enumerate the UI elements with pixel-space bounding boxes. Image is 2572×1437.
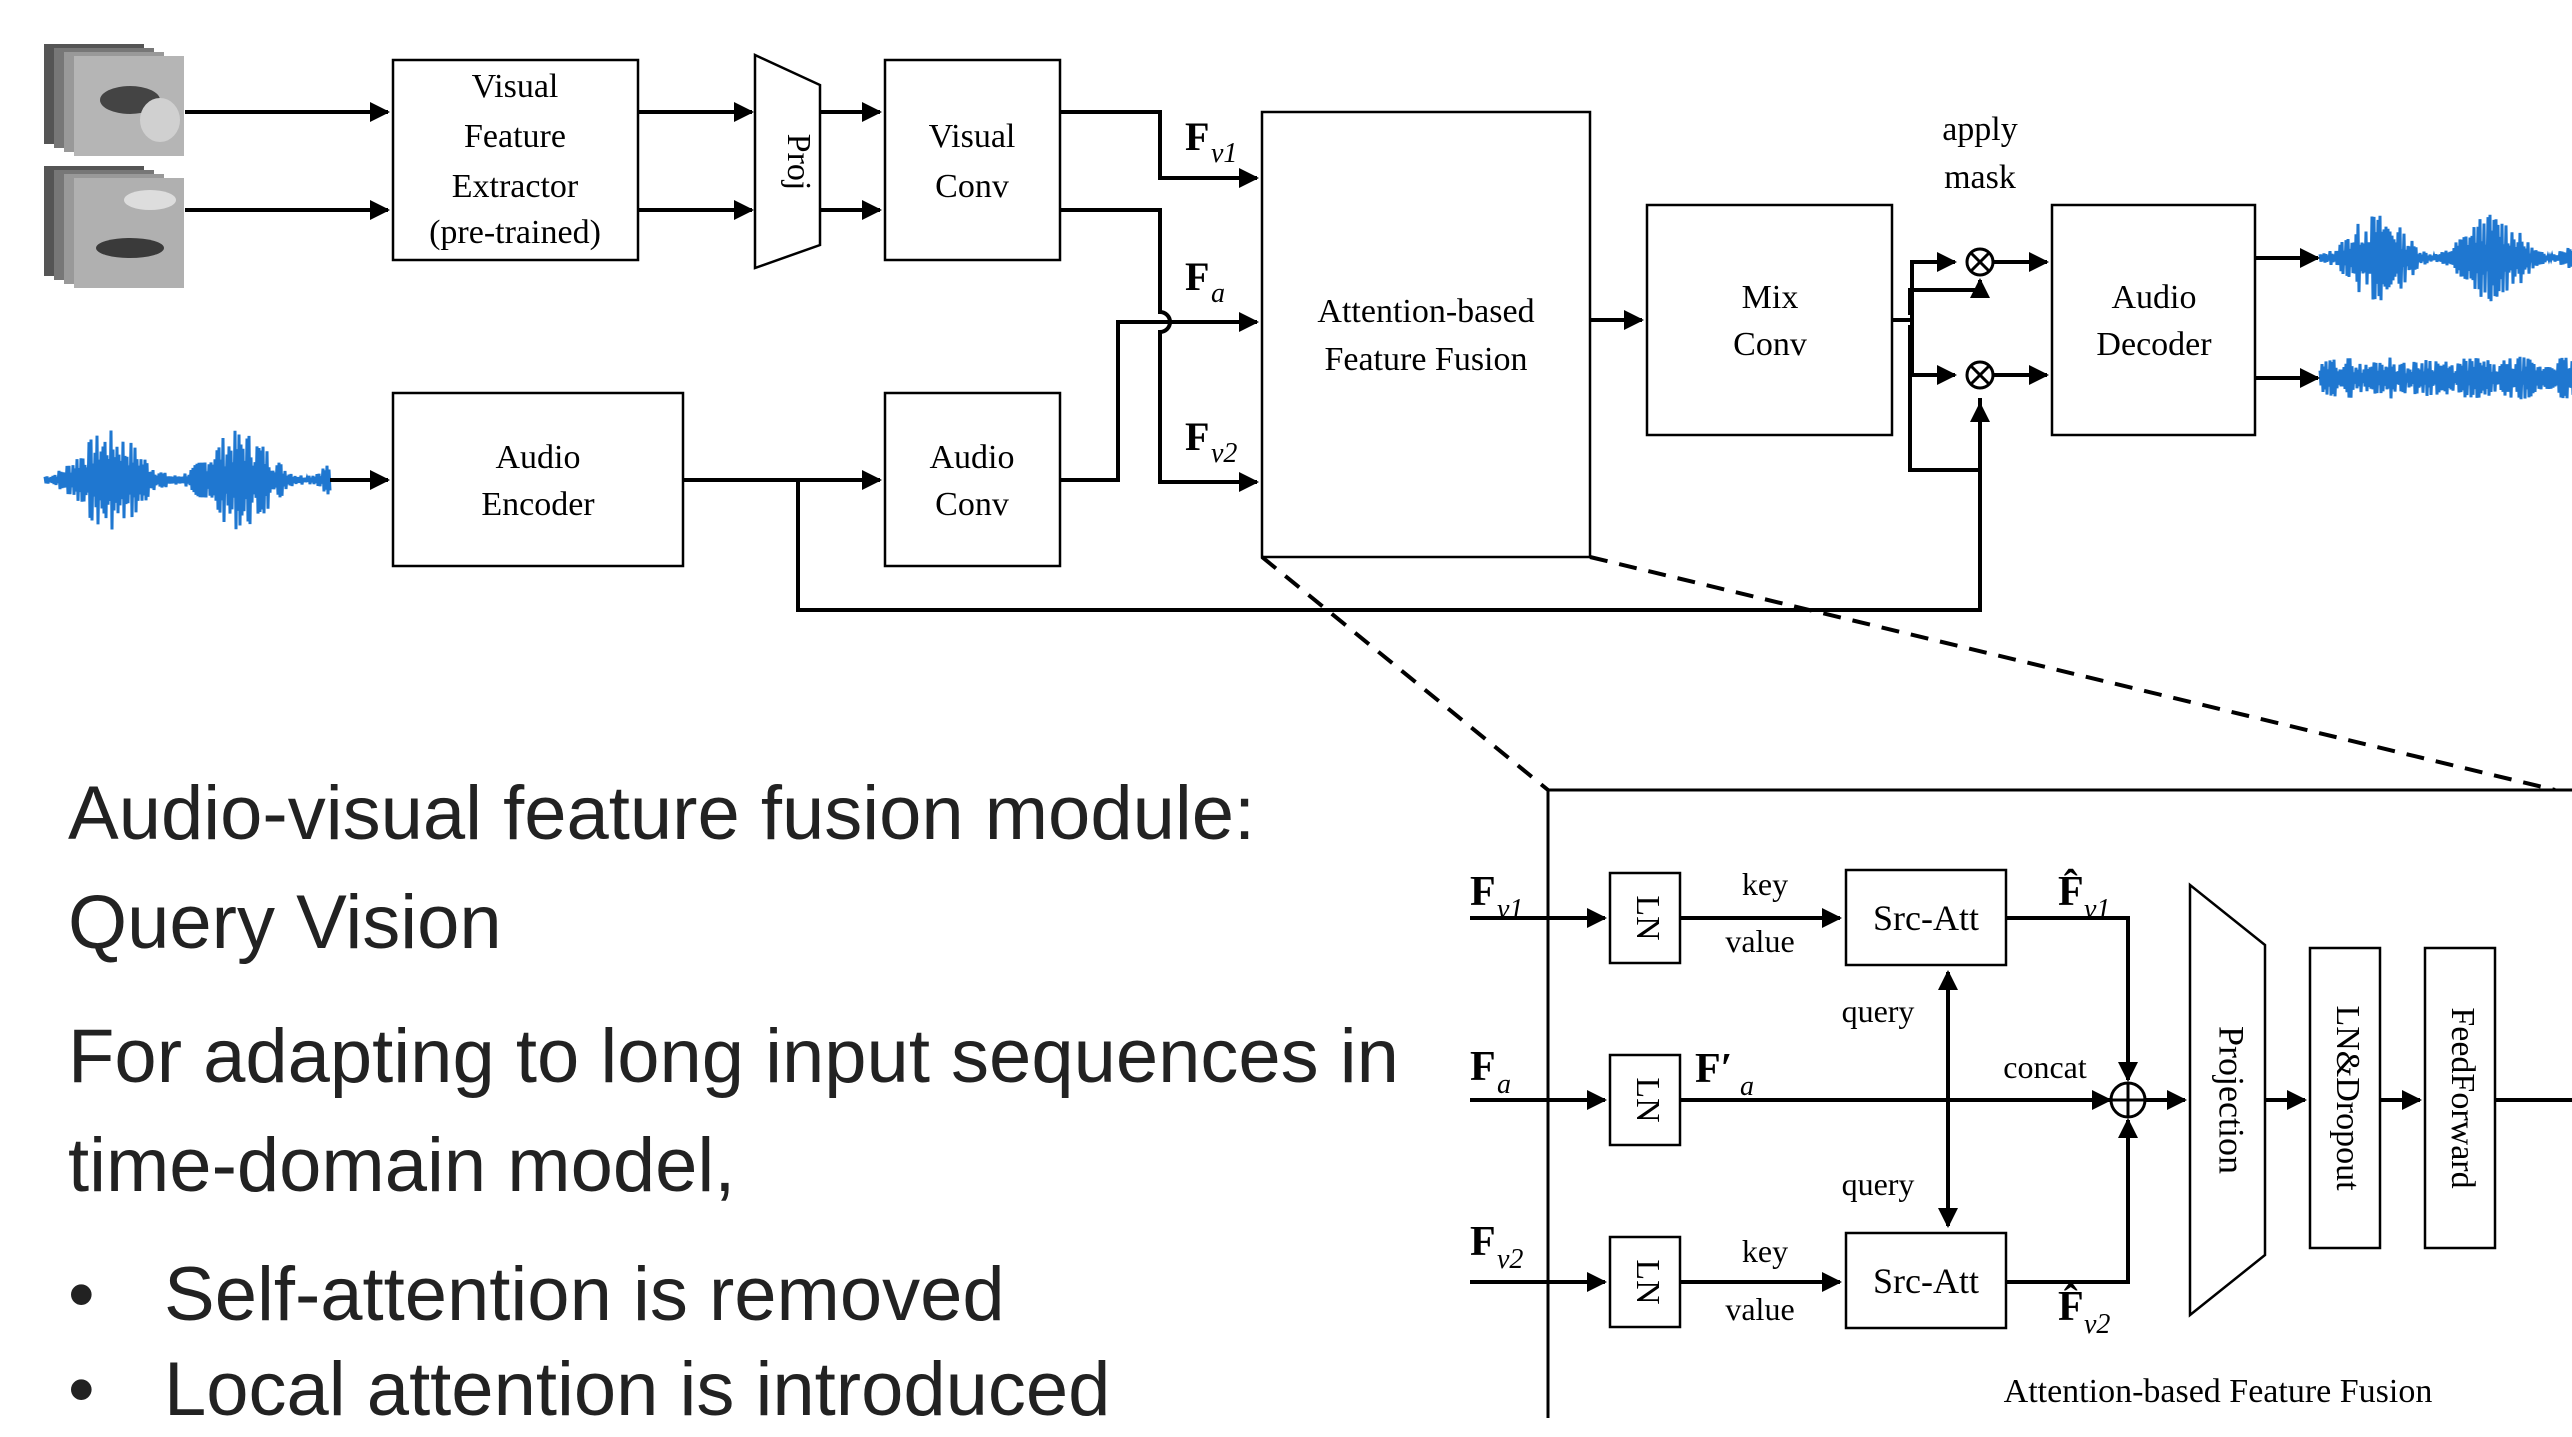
value-label-bottom: value [1725,1291,1794,1327]
svg-text:Conv: Conv [935,486,1009,523]
svg-text:v2: v2 [1211,438,1237,469]
svg-text:Audio: Audio [930,439,1015,476]
apply-mask-label: apply mask [1942,111,2018,196]
svg-text:F: F [1470,1044,1496,1090]
svg-text:v1: v1 [2084,894,2110,925]
bullet-item: Self-attention is removed [68,1247,1408,1342]
value-label-top: value [1725,923,1794,959]
visual-feature-extractor-block: Visual Feature Extractor (pre-trained) [393,60,638,260]
audio-conv-block: Audio Conv [885,393,1060,566]
svg-text:F: F [1185,254,1209,299]
face-eyes-image [44,44,184,156]
bullet-list: Self-attention is removed Local attentio… [68,1247,1408,1437]
svg-text:LN: LN [1629,895,1666,940]
svg-text:F: F [1470,869,1496,915]
detail-label-f-v2: F v2 [1470,1219,1523,1275]
svg-text:v2: v2 [2084,1309,2110,1340]
fusion-detail-panel: F v1 F a F v2 LN LN LN key value [1470,790,2572,1418]
concat-circle [2111,1083,2145,1117]
svg-text:a: a [1740,1071,1754,1102]
face-mouth-image [44,166,184,288]
slide-text: Audio-visual feature fusion module: Quer… [68,760,1408,1437]
src-att-block-bottom: Src-Att [1846,1233,2006,1328]
svg-text:a: a [1497,1069,1511,1100]
svg-text:Feature: Feature [464,118,566,155]
svg-text:F: F [1185,114,1209,159]
svg-text:Src-Att: Src-Att [1873,1261,1979,1301]
key-label-top: key [1742,866,1788,902]
svg-text:Mix: Mix [1742,279,1799,316]
concat-label: concat [2003,1049,2087,1085]
svg-text:Visual: Visual [929,118,1016,155]
svg-text:apply: apply [1942,111,2018,148]
visual-conv-block: Visual Conv [885,60,1060,260]
feature-fusion-block: Attention-based Feature Fusion [1262,112,1590,557]
svg-text:v2: v2 [1497,1244,1523,1275]
svg-text:F: F [1185,414,1209,459]
query-label-bottom: query [1842,1166,1915,1202]
svg-text:Src-Att: Src-Att [1873,898,1979,938]
audio-decoder-block: Audio Decoder [2052,205,2255,435]
svg-text:F′: F′ [1695,1046,1732,1092]
svg-text:Conv: Conv [1733,326,1807,363]
input-waveform [45,431,330,530]
key-label-bottom: key [1742,1233,1788,1269]
feedforward-block: FeedForward [2425,948,2495,1248]
src-att-block-top: Src-Att [1846,870,2006,965]
svg-text:Feature Fusion: Feature Fusion [1324,341,1527,378]
mix-conv-block: Mix Conv [1647,205,1892,435]
fusion-caption: Attention-based Feature Fusion [2004,1373,2433,1410]
svg-text:FeedForward: FeedForward [2444,1007,2481,1188]
svg-text:v1: v1 [1211,138,1237,169]
svg-text:Visual: Visual [472,68,559,105]
svg-text:(pre-trained): (pre-trained) [429,214,601,251]
detail-label-f-a: F a [1470,1044,1511,1100]
svg-text:Audio: Audio [496,439,581,476]
slide-heading: Audio-visual feature fusion module: Quer… [68,760,1408,977]
svg-text:F̂: F̂ [2058,1283,2084,1330]
svg-text:LN: LN [1629,1259,1666,1304]
svg-text:v1: v1 [1497,894,1523,925]
zoom-line-right [1590,557,2555,790]
svg-text:Audio: Audio [2112,279,2197,316]
svg-text:mask: mask [1944,159,2016,196]
label-f-a: F a [1185,254,1225,309]
svg-text:Extractor: Extractor [452,168,579,205]
bullet-item: Local attention is introduced [68,1342,1408,1437]
svg-text:Projection: Projection [2212,1026,2252,1174]
label-f-v1: F v1 [1185,114,1237,169]
svg-text:LN&Dropout: LN&Dropout [2329,1005,2366,1191]
svg-text:F̂: F̂ [2058,868,2084,915]
query-label-top: query [1842,993,1915,1029]
zoom-line-left [1262,557,1548,790]
ln-block-a: LN [1610,1055,1680,1145]
projection-block: Projection [2190,885,2265,1315]
svg-text:Conv: Conv [935,168,1009,205]
ln-block-v2: LN [1610,1237,1680,1327]
svg-text:Decoder: Decoder [2096,326,2212,363]
svg-text:F: F [1470,1219,1496,1265]
slide-intro: For adapting to long input sequences in … [68,1003,1408,1220]
svg-text:LN: LN [1629,1077,1666,1122]
svg-text:a: a [1211,278,1225,309]
output-waveform-1 [2320,215,2572,301]
svg-text:Encoder: Encoder [481,486,595,523]
proj-block: Proj [755,55,820,268]
audio-encoder-block: Audio Encoder [393,393,683,566]
ln-dropout-block: LN&Dropout [2310,948,2380,1248]
label-f-v2: F v2 [1185,414,1237,469]
svg-text:Attention-based: Attention-based [1317,293,1534,330]
svg-text:Proj: Proj [780,134,817,191]
ln-block-v1: LN [1610,873,1680,963]
output-waveform-2 [2320,357,2572,399]
